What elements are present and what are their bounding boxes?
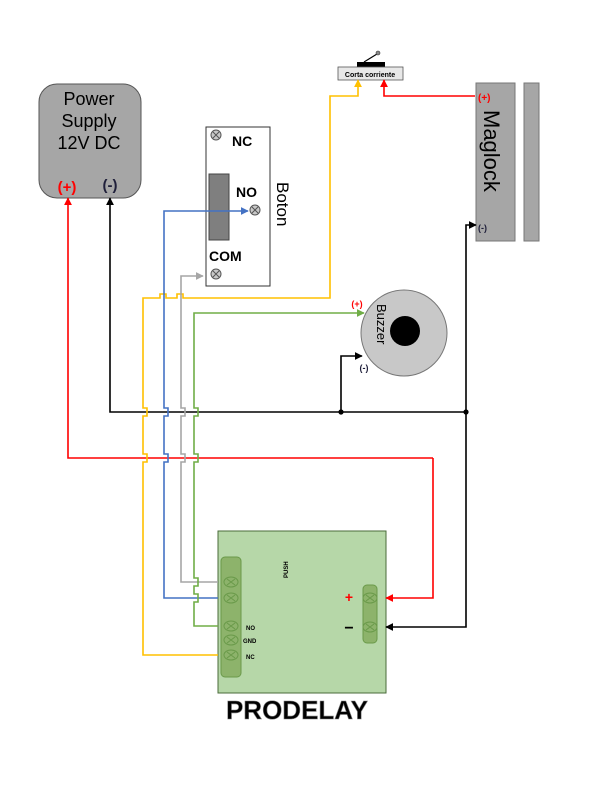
prodelay-nc-label: NC [246, 655, 255, 661]
button-com-label: COM [209, 248, 242, 264]
terminal-screw-icon [223, 576, 239, 588]
power-supply-title-line-3: 12V DC [57, 133, 120, 153]
button-actuator [208, 173, 230, 241]
maglock-armature-plate [523, 82, 540, 242]
wire-red-cutoff-supply [380, 79, 475, 97]
prodelay-board: NO GND NC PUSH + − PRODELAY [217, 530, 387, 725]
prodelay-push-label: PUSH [284, 561, 290, 578]
junction-dot [463, 409, 469, 415]
button-nc-label: NC [232, 133, 252, 149]
terminal-screw-icon [362, 592, 378, 604]
button-nc-screw-icon [210, 129, 222, 141]
terminal-screw-icon [223, 649, 239, 661]
power-supply-minus-label: (-) [103, 177, 118, 194]
power-supply-plus-label: (+) [58, 179, 77, 196]
prodelay-minus-symbol: − [344, 620, 353, 637]
power-supply: Power Supply 12V DC (+) (-) [38, 83, 142, 199]
prodelay-left-terminal-block [220, 556, 242, 678]
wire-black-to-prodelay-negative [385, 412, 467, 631]
maglock-minus-label: (-) [478, 223, 487, 233]
maglock: (+) Maglock (-) [475, 82, 540, 242]
wire-green-no-to-buzzer [193, 309, 365, 627]
power-supply-title-line-2: Supply [61, 111, 116, 131]
wire-gray-to-button-com [180, 272, 218, 583]
button-name-label: Boton [273, 182, 292, 226]
button-no-label: NO [236, 184, 257, 200]
wire-black-to-maglock-negative [465, 221, 477, 412]
prodelay-no-label: NO [246, 626, 255, 632]
cutoff-switch: Corta corriente [337, 50, 404, 81]
button-com-screw-icon [210, 268, 222, 280]
prodelay-name-label: PRODELAY [226, 695, 368, 725]
wire-red-power-positive [64, 197, 433, 459]
terminal-screw-icon [362, 621, 378, 633]
maglock-name-label: Maglock [479, 110, 504, 193]
wire-red-to-prodelay-positive [385, 458, 434, 602]
push-button: NC NO COM Boton [205, 126, 292, 287]
terminal-screw-icon [223, 592, 239, 604]
wire-black-power-negative [106, 197, 466, 413]
wire-yellow-nc-to-cutoff [142, 79, 362, 656]
terminal-screw-icon [223, 634, 239, 646]
maglock-plus-label: (+) [478, 93, 491, 104]
power-supply-title-line-1: Power [63, 89, 114, 109]
prodelay-gnd-label: GND [243, 639, 257, 645]
button-no-screw-icon [249, 204, 261, 216]
buzzer: Buzzer (+) (-) [351, 289, 448, 377]
cutoff-switch-label: Corta corriente [345, 72, 395, 79]
prodelay-plus-symbol: + [345, 589, 353, 605]
terminal-screw-icon [223, 620, 239, 632]
wire-black-to-buzzer-negative [340, 352, 363, 412]
junction-dot [338, 409, 344, 415]
buzzer-name-label: Buzzer [374, 304, 389, 345]
buzzer-minus-label: (-) [360, 363, 369, 373]
wire-blue-to-button-no [163, 207, 249, 599]
buzzer-plus-label: (+) [351, 299, 362, 309]
